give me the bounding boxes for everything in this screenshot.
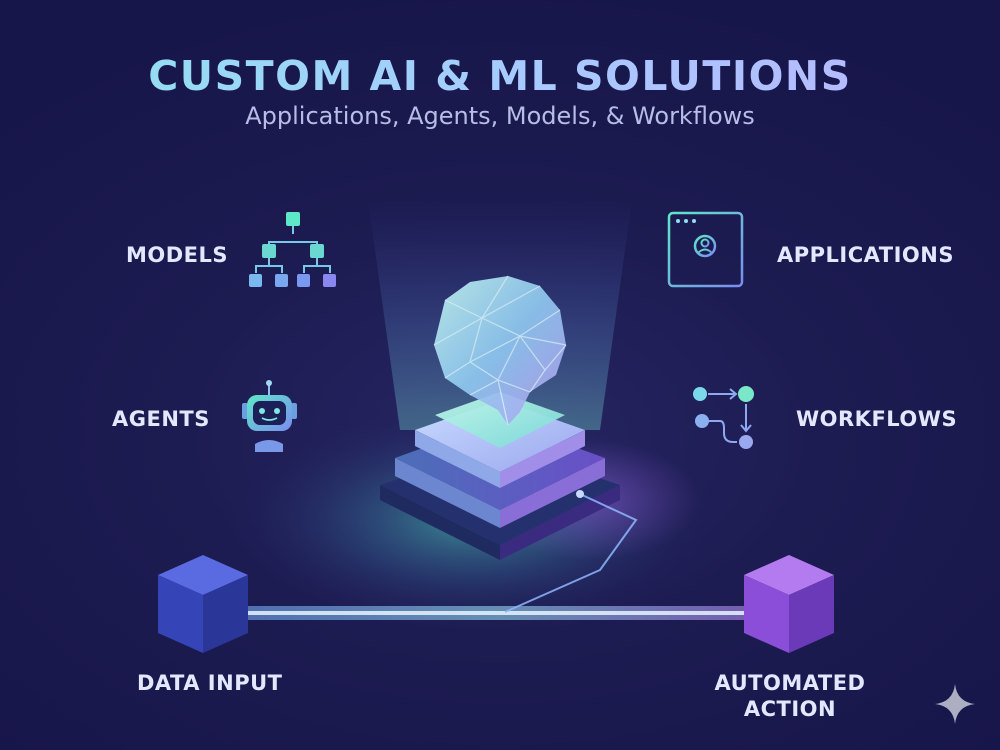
sparkle-icon bbox=[935, 684, 975, 724]
automated-action-label-line1: AUTOMATED bbox=[714, 671, 866, 695]
models-label: MODELS bbox=[126, 243, 229, 267]
robot-icon bbox=[242, 380, 297, 452]
applications-label: APPLICATIONS bbox=[777, 243, 954, 267]
agents-label: AGENTS bbox=[112, 407, 210, 431]
automated-action-label: AUTOMATED ACTION bbox=[706, 670, 874, 722]
blue-cube-icon bbox=[158, 555, 248, 653]
crystal-brain-icon bbox=[433, 275, 567, 426]
automated-action-label-line2: ACTION bbox=[743, 697, 837, 721]
page-title: CUSTOM AI & ML SOLUTIONS bbox=[0, 52, 1000, 100]
layered-platform bbox=[380, 392, 620, 560]
page-subtitle: Applications, Agents, Models, & Workflow… bbox=[245, 102, 755, 130]
platform-to-action-line bbox=[504, 493, 638, 613]
workflow-flow-icon bbox=[693, 386, 754, 449]
workflows-label: WORKFLOWS bbox=[796, 407, 958, 431]
app-window-profile-icon bbox=[667, 211, 744, 288]
data-input-label: DATA INPUT bbox=[137, 671, 283, 695]
purple-cube-icon bbox=[744, 555, 834, 653]
hierarchy-tree-icon bbox=[249, 212, 336, 287]
